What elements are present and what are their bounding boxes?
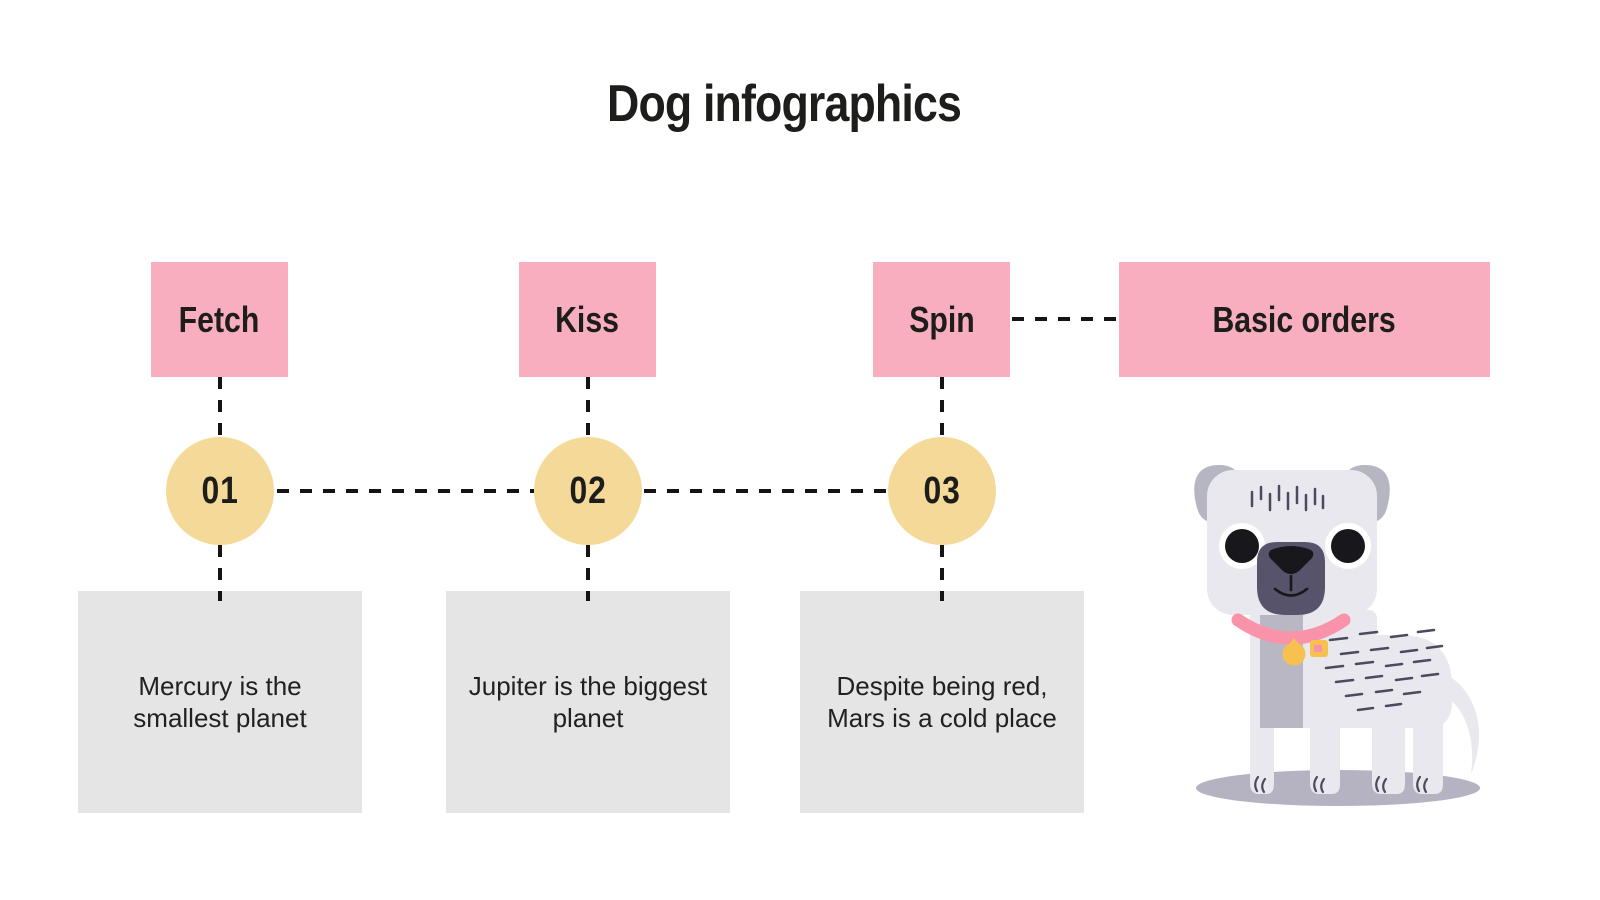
description-card-3: Despite being red, Mars is a cold place bbox=[800, 591, 1084, 813]
connector-circle2-to-circle3 bbox=[644, 489, 888, 493]
step-number: 02 bbox=[569, 469, 607, 512]
step-number-circle-02: 02 bbox=[534, 437, 642, 545]
dog-illustration-svg bbox=[1194, 464, 1480, 806]
page-title-text: Dog infographics bbox=[607, 75, 962, 133]
page-title: Dog infographics bbox=[578, 74, 990, 134]
connector-circle1-to-card1 bbox=[218, 545, 222, 601]
description-text: Jupiter is the biggest planet bbox=[468, 671, 708, 733]
connector-circle2-to-card2 bbox=[586, 545, 590, 601]
step-number-circle-01: 01 bbox=[166, 437, 274, 545]
category-box-label: Basic orders bbox=[1212, 298, 1397, 340]
step-box-label: Spin bbox=[908, 298, 975, 340]
step-box-spin: Spin bbox=[873, 262, 1010, 377]
step-box-label: Kiss bbox=[555, 298, 620, 340]
dog-illustration bbox=[1155, 450, 1495, 810]
connector-box2-to-circle2 bbox=[586, 377, 590, 437]
step-box-label: Fetch bbox=[179, 298, 260, 340]
connector-spin-to-basic-orders bbox=[1012, 317, 1116, 321]
connector-circle1-to-circle2 bbox=[277, 489, 534, 493]
connector-box1-to-circle1 bbox=[218, 377, 222, 437]
step-number: 01 bbox=[201, 469, 239, 512]
description-card-1: Mercury is the smallest planet bbox=[78, 591, 362, 813]
connector-box3-to-circle3 bbox=[940, 377, 944, 437]
step-box-fetch: Fetch bbox=[151, 262, 288, 377]
step-number: 03 bbox=[923, 469, 961, 512]
description-text: Despite being red, Mars is a cold place bbox=[827, 671, 1057, 733]
description-card-2: Jupiter is the biggest planet bbox=[446, 591, 730, 813]
step-number-circle-03: 03 bbox=[888, 437, 996, 545]
step-box-kiss: Kiss bbox=[519, 262, 656, 377]
description-text: Mercury is the smallest planet bbox=[133, 671, 307, 733]
connector-circle3-to-card3 bbox=[940, 545, 944, 601]
category-box-basic-orders: Basic orders bbox=[1119, 262, 1490, 377]
